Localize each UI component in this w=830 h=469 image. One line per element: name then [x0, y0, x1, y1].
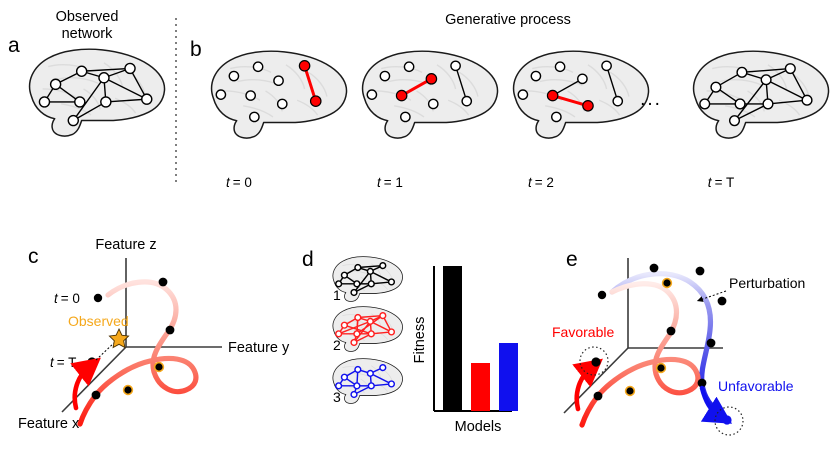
trajectory-point-unfavorable — [695, 266, 705, 276]
model-label-2: 2 — [333, 337, 341, 353]
panel-c-letter: c — [28, 245, 39, 268]
panel-b: Generative process b t= 0 — [190, 12, 830, 190]
observed-leader-line — [95, 340, 117, 361]
network-tT — [699, 63, 813, 127]
observed-label-c: Observed — [68, 313, 129, 329]
highlight-circle-unfavorable — [714, 406, 744, 436]
timepoint-label-0: t= 0 — [226, 175, 252, 190]
panel-b-letter: b — [190, 38, 202, 61]
favorable-label: Favorable — [552, 324, 614, 340]
brain-t2 — [512, 50, 650, 139]
axis-z-label: Feature z — [95, 237, 156, 253]
endpoint-unfavorable — [722, 415, 732, 425]
brain-model-1 — [332, 256, 403, 302]
brain-t0 — [210, 50, 348, 139]
bar-chart-ylabel: Fitness — [412, 317, 428, 364]
trajectory-point-favorable — [624, 385, 636, 397]
axis-y-label: Feature y — [228, 340, 290, 356]
brain-observed — [28, 48, 166, 137]
trajectory-point-favorable — [655, 362, 667, 374]
perturbation-leader-arrow — [696, 290, 727, 302]
panel-d: d 1 — [302, 248, 518, 435]
trajectory-point-favorable — [666, 326, 676, 336]
trajectory-point-unfavorable — [717, 296, 727, 306]
trajectory-c — [77, 279, 199, 427]
trajectory-point-unfavorable — [649, 263, 659, 273]
panel-a-title-line2: network — [62, 26, 114, 42]
bar-model-1 — [443, 266, 462, 411]
convergence-arrow-favorable — [572, 358, 603, 412]
trajectory-point-unfavorable — [706, 338, 716, 348]
brain-model-3 — [332, 358, 403, 404]
bar-model-2 — [471, 363, 490, 411]
panel-a-title-line1: Observed — [56, 9, 119, 25]
network-observed — [38, 62, 153, 127]
bar-model-3 — [499, 343, 518, 411]
panel-a: Observed network a — [8, 9, 166, 137]
panel-a-letter: a — [8, 34, 20, 57]
brain-tT — [692, 50, 830, 139]
panel-d-letter: d — [302, 248, 314, 271]
trajectory-point — [165, 325, 175, 335]
perturbation-label: Perturbation — [729, 275, 805, 291]
bar-chart-xlabel: Models — [455, 419, 502, 435]
observed-star-icon — [108, 327, 130, 349]
panel-b-title: Generative process — [445, 12, 571, 28]
trajectory-point — [158, 277, 168, 287]
convergence-arrow-c — [70, 357, 101, 411]
trajectory-start-point — [93, 293, 103, 303]
trajectory-point — [122, 384, 134, 396]
t0-label-c: t= 0 — [54, 291, 80, 306]
convergence-arrow-unfavorable — [699, 385, 733, 424]
trajectory-end-point — [87, 357, 97, 367]
trajectory-point-favorable — [593, 391, 603, 401]
model-label-1: 1 — [333, 287, 341, 303]
timepoint-label-2: t= 2 — [528, 175, 554, 190]
network-t2 — [517, 60, 624, 123]
timepoint-label-1: t= 1 — [377, 175, 403, 190]
trajectory-point-unfavorable — [697, 378, 707, 388]
axis-x-label: Feature x — [18, 416, 80, 432]
tT-label-c: t= T — [50, 355, 76, 370]
brain-model-2 — [332, 306, 403, 352]
trajectory-point-favorable — [661, 277, 673, 289]
model-label-3: 3 — [333, 389, 341, 405]
trajectory-point — [91, 390, 101, 400]
timepoint-ellipsis: ... — [640, 89, 662, 110]
trajectory-start-point-e — [597, 290, 607, 300]
timepoint-label-T: t= T — [708, 175, 734, 190]
network-t0 — [215, 59, 322, 123]
panel-c: c Feature z Feature y Feature x t= 0 t= … — [18, 237, 290, 432]
panel-e: e Favorable Unfavorable — [552, 248, 805, 436]
panel-e-letter: e — [566, 248, 578, 271]
fitness-bar-chart: Fitness Models — [412, 266, 518, 435]
trajectory-favorable — [579, 281, 701, 428]
unfavorable-label: Unfavorable — [718, 378, 794, 394]
endpoint-favorable — [591, 357, 601, 367]
trajectory-point — [153, 361, 165, 373]
highlight-circle-favorable — [579, 346, 609, 376]
brain-t1 — [361, 50, 499, 139]
network-t1 — [366, 60, 473, 123]
